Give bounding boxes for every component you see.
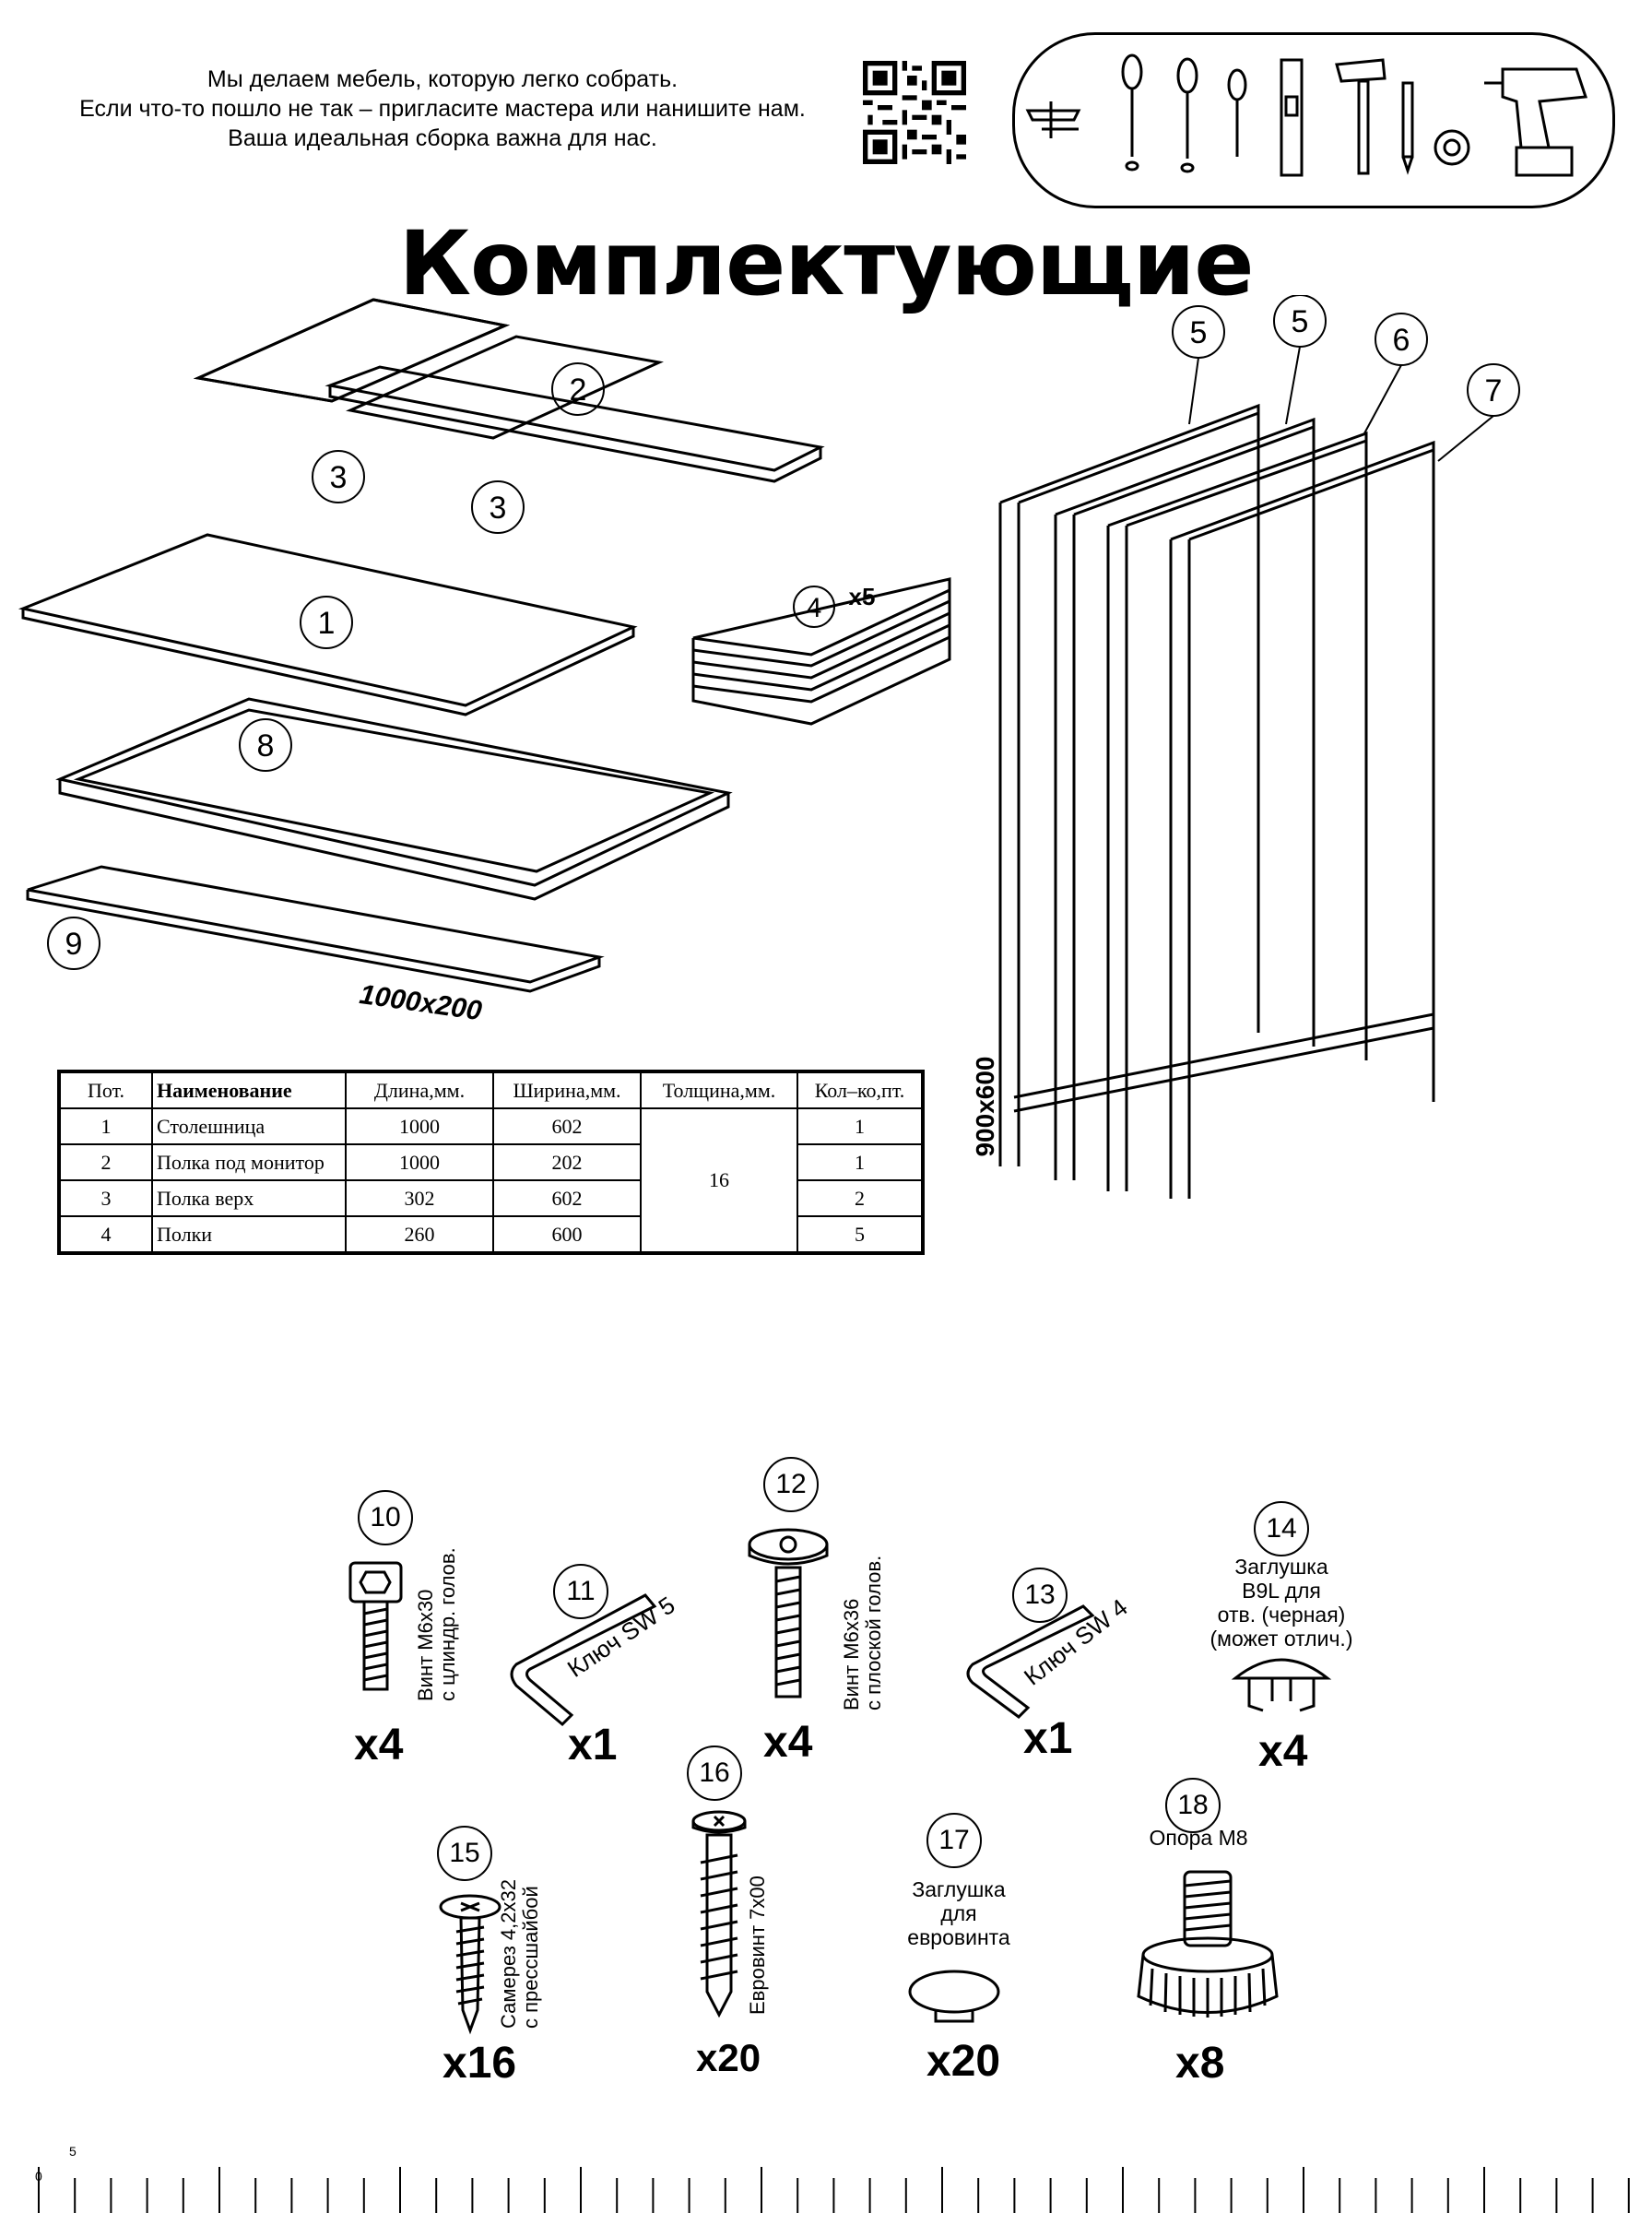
euro-screw-icon (691, 1810, 747, 2018)
hardware-qty-11: x1 (568, 1721, 618, 1769)
hardware-qty-14: x4 (1258, 1727, 1308, 1776)
part-label-4 (793, 586, 835, 628)
ruler: 0 5 (35, 2144, 1630, 2213)
thickness-cell: 16 (640, 1107, 798, 1254)
part-label-1 (300, 596, 353, 649)
parts-diagram: 1 2 3 3 4 5 5 6 7 8 9 x5 1000x200 900x60… (18, 295, 1520, 1199)
hardware-num-12: 12 (763, 1457, 819, 1512)
hole-plug-icon (1231, 1658, 1332, 1712)
hardware-num-13: 13 (1012, 1568, 1068, 1623)
hardware-label-10: Винт М6х30 с цлиндр. голов. (414, 1547, 459, 1701)
hardware-qty-13: x1 (1023, 1714, 1073, 1763)
hardware-label-14: Заглушка B9L для отв. (черная) (может от… (1210, 1555, 1353, 1651)
hardware-num-16: 16 (687, 1746, 742, 1801)
hardware-label-15: Самерез 4,2х32 с прессшайбой (497, 1879, 542, 2029)
parts-table: Пот. Наименование Длина,мм. Ширина,мм. Т… (57, 1070, 925, 1255)
rail-dimension: 1000x200 (358, 979, 484, 1026)
hardware-num-15: 15 (437, 1826, 492, 1881)
svg-text:0: 0 (35, 2169, 42, 2183)
part-9-rail (26, 865, 605, 993)
part-4-multiplier: x5 (849, 583, 876, 610)
hardware-num-18: 18 (1165, 1778, 1221, 1833)
svg-text:4: 4 (807, 593, 822, 623)
self-tap-screw-icon (439, 1894, 502, 2035)
hardware-num-11: 11 (553, 1564, 608, 1619)
screwdriver-icon (1121, 53, 1143, 172)
svg-text:2: 2 (570, 373, 587, 408)
tape-icon (1434, 129, 1470, 166)
hardware-num-17: 17 (926, 1813, 982, 1868)
hardware-qty-10: x4 (354, 1721, 404, 1769)
header-line: Мы делаем мебель, которую легко собрать. (206, 66, 678, 92)
hardware-qty-15: x16 (442, 2039, 517, 2088)
part-3-shelf-b (346, 335, 664, 440)
svg-text:5: 5 (1292, 304, 1309, 339)
screwdriver-icon (1176, 57, 1198, 173)
part-label-8 (239, 718, 292, 772)
screw-cap-icon (908, 1970, 1000, 2023)
side-frames (998, 403, 1435, 1199)
hardware-label-18: Опора М8 (1149, 1826, 1248, 1850)
bolt-icon (348, 1561, 403, 1691)
part-label-3 (312, 450, 365, 503)
svg-text:5: 5 (1190, 315, 1208, 350)
svg-text:3: 3 (490, 491, 507, 526)
svg-text:3: 3 (330, 460, 348, 495)
level-icon (1280, 58, 1304, 177)
header-line: Ваша идеальная сборка важна для нас. (228, 125, 657, 151)
hex-key-icon (966, 1604, 1095, 1719)
page-title: Комплектующие (398, 212, 1255, 315)
svg-text:6: 6 (1393, 323, 1410, 358)
header-text: Мы делаем мебель, которую легко собрать.… (18, 65, 867, 153)
table-header-row: Пот. Наименование Длина,мм. Ширина,мм. Т… (58, 1071, 924, 1109)
svg-text:5: 5 (69, 2144, 77, 2159)
hex-key-icon (510, 1593, 657, 1727)
adjustable-foot-icon (1137, 1870, 1279, 2018)
part-2-shelf (324, 365, 825, 483)
flat-bolt-icon (748, 1528, 829, 1698)
qr-code (863, 61, 966, 164)
part-label-9 (47, 917, 100, 970)
screwdriver-icon (1227, 68, 1247, 157)
hardware-qty-18: x8 (1175, 2039, 1225, 2088)
part-4-shelves (691, 577, 951, 726)
part-8-frame (55, 697, 733, 901)
header-line: Если что-то пошло не так – пригласите ма… (79, 96, 806, 122)
part-label-1-text: 1 (318, 606, 336, 641)
hardware-qty-12: x4 (763, 1718, 813, 1767)
svg-text:8: 8 (257, 728, 275, 763)
drill-icon (1484, 67, 1588, 177)
svg-text:7: 7 (1485, 373, 1503, 408)
tools-panel (1012, 32, 1615, 208)
svg-text:9: 9 (65, 927, 83, 962)
part-3-shelf-a (193, 298, 511, 403)
part-label-3 (471, 480, 525, 534)
frame-dimension: 900x600 (971, 1056, 999, 1156)
hardware-qty-17: x20 (926, 2037, 1001, 2086)
hammer-icon (1335, 58, 1386, 175)
tools-icons (1025, 53, 1588, 177)
hardware-label-12: Винт М6х36 с плоской голов. (840, 1555, 885, 1710)
pencil-icon (1401, 81, 1414, 175)
part-label-2 (551, 362, 605, 416)
hardware-label-17: Заглушка для евровинта (907, 1877, 1010, 1949)
clamp-icon (1025, 101, 1081, 138)
hardware-num-14: 14 (1254, 1501, 1309, 1556)
hardware-qty-16: x20 (696, 2036, 761, 2079)
hardware-num-10: 10 (358, 1490, 413, 1545)
hardware-label-16: Евровинт 7х00 (746, 1876, 769, 2015)
